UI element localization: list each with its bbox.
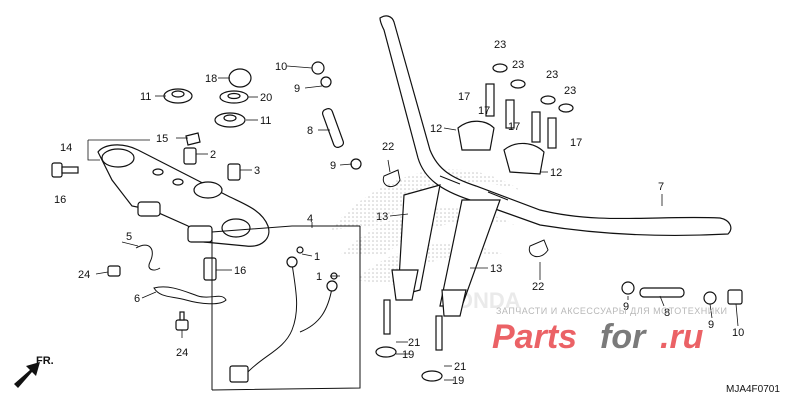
partsfor-logo-for: for — [600, 318, 647, 356]
callout-labels: 10 9 8 9 18 11 20 11 15 14 2 3 16 16 5 2… — [54, 39, 744, 387]
callout-2: 2 — [210, 149, 216, 161]
callout-6: 6 — [134, 293, 140, 305]
steering-rings — [163, 68, 252, 128]
callout-13: 13 — [376, 211, 388, 223]
callout-11: 11 — [260, 115, 271, 127]
callout-23: 23 — [494, 39, 506, 51]
handlebar-holders — [457, 63, 574, 175]
callout-17: 17 — [478, 105, 490, 117]
callout-24: 24 — [176, 347, 188, 359]
callout-12: 12 — [550, 167, 562, 179]
callout-14: 14 — [60, 142, 72, 154]
callout-9: 9 — [294, 83, 300, 95]
leader-lines — [87, 65, 739, 381]
front-arrow-label: FR. — [36, 355, 54, 367]
callout-19: 19 — [402, 349, 414, 361]
callout-8: 8 — [307, 125, 313, 137]
callout-21: 21 — [408, 337, 420, 349]
harness-clips — [382, 169, 549, 258]
callout-23: 23 — [512, 59, 524, 71]
top-bridge — [97, 144, 270, 247]
callout-10: 10 — [275, 61, 287, 73]
diagram-code: MJA4F0701 — [726, 384, 780, 395]
wire-clamps — [107, 244, 227, 331]
partsfor-tagline: ЗАПЧАСТИ И АКСЕССУАРЫ ДЛЯ МОТОТЕХНИКИ — [496, 306, 727, 316]
callout-22: 22 — [382, 141, 394, 153]
callout-10: 10 — [732, 327, 744, 339]
switch-harness — [211, 225, 361, 391]
front-arrow: FR. — [14, 355, 54, 388]
callout-9: 9 — [330, 160, 336, 172]
callout-16: 16 — [234, 265, 246, 277]
callout-19: 19 — [452, 375, 464, 387]
callout-12: 12 — [430, 123, 442, 135]
partsfor-watermark: ЗАПЧАСТИ И АКСЕССУАРЫ ДЛЯ МОТОТЕХНИКИ Pa… — [492, 306, 727, 356]
fork-pipes — [375, 184, 501, 382]
callout-11: 11 — [140, 91, 151, 103]
callout-17: 17 — [570, 137, 582, 149]
callout-9: 9 — [623, 301, 629, 313]
callout-1: 1 — [314, 251, 320, 263]
weights — [311, 61, 743, 305]
callout-23: 23 — [564, 85, 576, 97]
callout-20: 20 — [260, 92, 272, 104]
partsfor-logo-parts: Parts — [492, 318, 577, 356]
callout-16: 16 — [54, 194, 66, 206]
callout-21: 21 — [454, 361, 466, 373]
callout-5: 5 — [126, 231, 132, 243]
callout-15: 15 — [156, 133, 168, 145]
partsfor-logo-ru: .ru — [660, 318, 704, 356]
handlebar — [379, 15, 732, 237]
callout-1: 1 — [316, 271, 322, 283]
callout-7: 7 — [658, 181, 664, 193]
callout-22: 22 — [532, 281, 544, 293]
callout-18: 18 — [205, 73, 217, 85]
callout-4: 4 — [307, 213, 313, 225]
callout-13: 13 — [490, 263, 502, 275]
callout-23: 23 — [546, 69, 558, 81]
bridge-bolts — [51, 132, 241, 281]
callout-8: 8 — [664, 307, 670, 319]
callout-17: 17 — [458, 91, 470, 103]
callout-9: 9 — [708, 319, 714, 331]
callout-24: 24 — [78, 269, 90, 281]
callout-17: 17 — [508, 121, 520, 133]
callout-3: 3 — [254, 165, 260, 177]
